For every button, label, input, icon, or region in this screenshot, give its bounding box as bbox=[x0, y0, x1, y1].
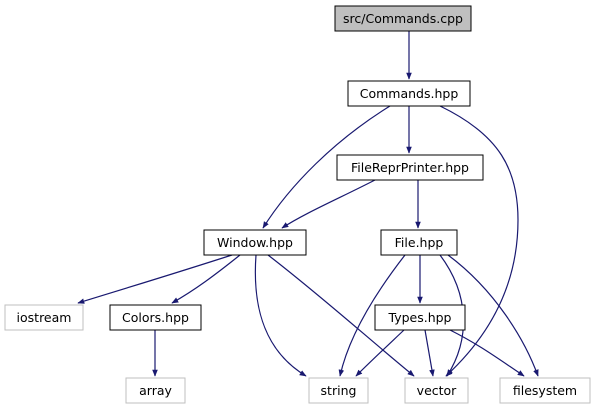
node-box bbox=[334, 5, 472, 32]
node-label: File.hpp bbox=[395, 235, 444, 250]
node-box bbox=[336, 154, 484, 181]
node-file-hpp[interactable]: File.hpp bbox=[380, 229, 458, 256]
node-box bbox=[109, 304, 202, 331]
node-label: FileReprPrinter.hpp bbox=[351, 160, 469, 175]
nodes: src/Commands.cppCommands.hppFileReprPrin… bbox=[4, 5, 591, 404]
node-label: string bbox=[321, 383, 357, 398]
node-string: string bbox=[308, 377, 369, 404]
node-box bbox=[4, 304, 84, 331]
node-label: Types.hpp bbox=[388, 310, 452, 325]
edge-file-hpp-to-string bbox=[338, 254, 406, 377]
node-colors-hpp[interactable]: Colors.hpp bbox=[109, 304, 202, 331]
node-vector: vector bbox=[404, 377, 469, 404]
node-box bbox=[203, 229, 307, 256]
node-box bbox=[404, 377, 469, 404]
edge-window-hpp-to-string bbox=[254, 254, 307, 377]
node-window-hpp[interactable]: Window.hpp bbox=[203, 229, 307, 256]
node-box bbox=[308, 377, 369, 404]
node-types-hpp[interactable]: Types.hpp bbox=[374, 304, 466, 331]
node-label: src/Commands.cpp bbox=[343, 11, 463, 26]
node-box bbox=[347, 80, 471, 107]
node-box bbox=[125, 377, 186, 404]
node-box bbox=[380, 229, 458, 256]
node-filesystem: filesystem bbox=[499, 377, 591, 404]
edge-commands-hpp-to-vector bbox=[439, 105, 519, 377]
node-box bbox=[374, 304, 466, 331]
node-commands-cpp[interactable]: src/Commands.cpp bbox=[334, 5, 472, 32]
node-label: array bbox=[139, 383, 172, 398]
edge-filereprprinter-hpp-to-window-hpp bbox=[281, 179, 376, 229]
node-label: iostream bbox=[17, 310, 72, 325]
edge-types-hpp-to-filesystem bbox=[449, 329, 525, 377]
node-iostream: iostream bbox=[4, 304, 84, 331]
edge-window-hpp-to-vector bbox=[267, 254, 415, 377]
edge-window-hpp-to-iostream bbox=[77, 254, 233, 304]
node-array: array bbox=[125, 377, 186, 404]
edge-window-hpp-to-colors-hpp bbox=[171, 254, 241, 304]
node-label: Commands.hpp bbox=[360, 86, 459, 101]
node-box bbox=[499, 377, 591, 404]
node-filereprprinter-hpp[interactable]: FileReprPrinter.hpp bbox=[336, 154, 484, 181]
edge-types-hpp-to-string bbox=[355, 329, 405, 377]
node-commands-hpp[interactable]: Commands.hpp bbox=[347, 80, 471, 107]
node-label: Colors.hpp bbox=[122, 310, 189, 325]
node-label: Window.hpp bbox=[217, 235, 293, 250]
edge-types-hpp-to-vector bbox=[424, 329, 435, 377]
edge-commands-hpp-to-window-hpp bbox=[262, 105, 391, 229]
node-label: filesystem bbox=[513, 383, 577, 398]
node-label: vector bbox=[417, 383, 458, 398]
edge-file-hpp-to-filesystem bbox=[447, 254, 539, 377]
